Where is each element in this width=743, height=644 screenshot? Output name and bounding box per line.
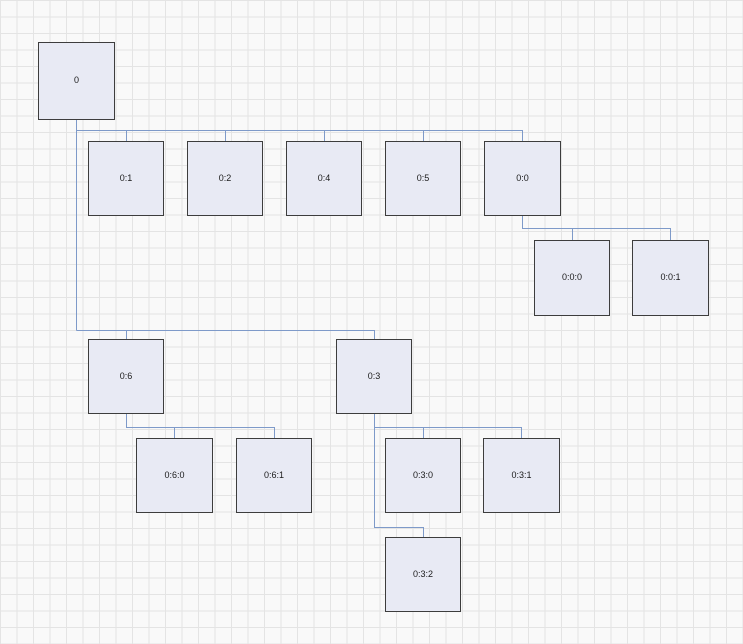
node-label: 0:0 (516, 172, 529, 183)
node-label: 0:0:1 (660, 272, 681, 283)
connector-group (76, 120, 671, 537)
node-label: 0:4 (317, 172, 331, 183)
connector-0-to-top-row[interactable] (76, 120, 523, 141)
node-label: 0:6:0 (164, 469, 185, 480)
node-0-3[interactable]: 0:3 (336, 339, 412, 414)
node-0-2[interactable]: 0:2 (187, 141, 263, 216)
node-0-6[interactable]: 0:6 (88, 339, 164, 414)
node-0-0[interactable]: 0:0 (484, 141, 561, 216)
node-0-6-1[interactable]: 0:6:1 (236, 438, 312, 513)
connector-0-to-lower-row[interactable] (76, 130, 375, 339)
node-0-1[interactable]: 0:1 (88, 141, 164, 216)
connector-0-6-to-children[interactable] (126, 414, 275, 438)
node-0-0-0[interactable]: 0:0:0 (534, 240, 610, 316)
node-label: 0:3:1 (511, 469, 532, 480)
node-label: 0 (73, 75, 79, 86)
node-label: 0:6:1 (263, 469, 285, 480)
connector-0-3-to-0-3-2[interactable] (374, 427, 424, 537)
node-label: 0:1 (119, 172, 133, 183)
node-label: 0:3 (367, 370, 381, 381)
node-label: 0:3:0 (412, 469, 434, 480)
node-label: 0:2 (218, 172, 232, 183)
node-0-0-1[interactable]: 0:0:1 (632, 240, 709, 316)
node-0-6-0[interactable]: 0:6:0 (136, 438, 213, 513)
node-0-4[interactable]: 0:4 (286, 141, 362, 216)
node-0[interactable]: 0 (38, 42, 115, 120)
node-0-3-2[interactable]: 0:3:2 (385, 537, 461, 612)
node-label: 0:6 (119, 370, 133, 381)
node-label: 0:5 (416, 172, 430, 183)
node-0-3-1[interactable]: 0:3:1 (483, 438, 560, 513)
node-0-5[interactable]: 0:5 (385, 141, 461, 216)
node-0-3-0[interactable]: 0:3:0 (385, 438, 461, 513)
node-label: 0:3:2 (412, 568, 434, 579)
connector-0-0-to-children[interactable] (522, 216, 671, 240)
node-label: 0:0:0 (561, 272, 583, 283)
connector-0-3-to-children[interactable] (374, 414, 522, 438)
